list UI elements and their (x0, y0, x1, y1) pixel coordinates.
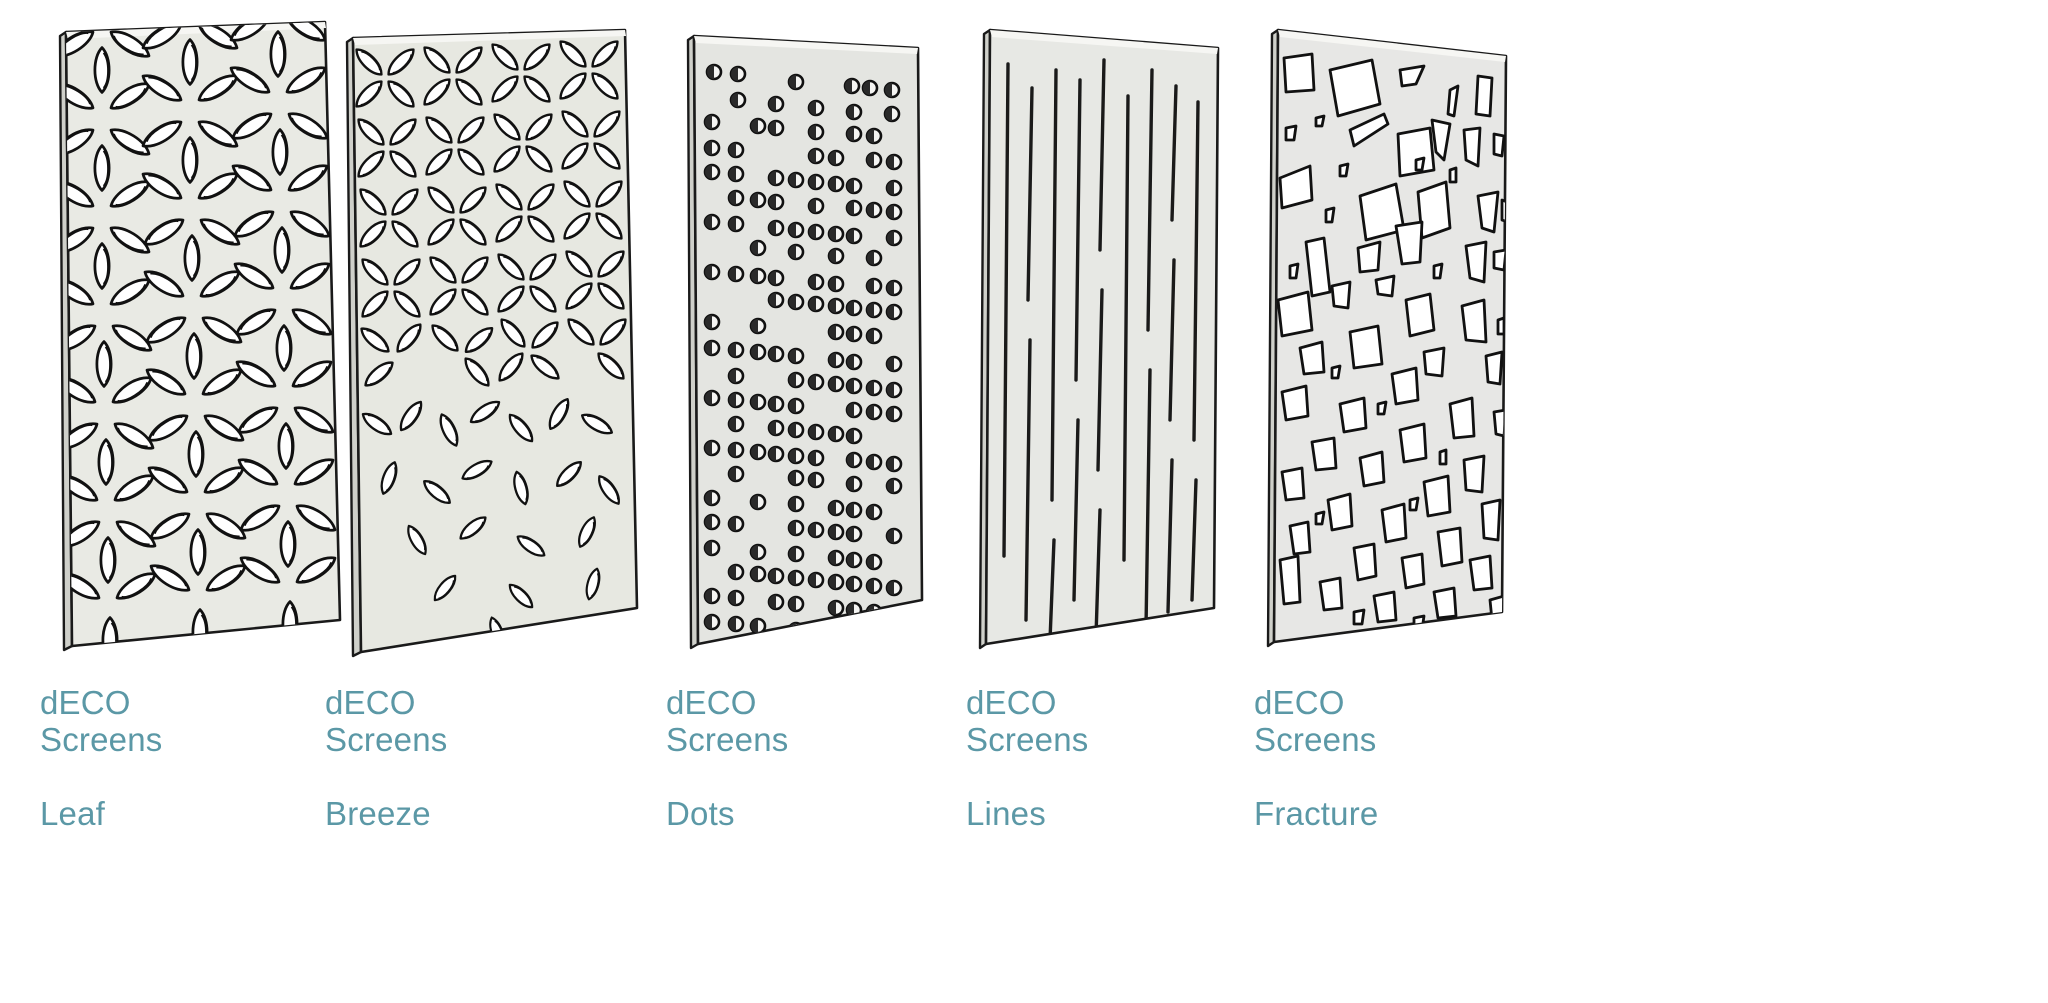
panel-illustration-breeze (345, 28, 639, 658)
product-title-line1: dECO Screens (966, 683, 1089, 758)
product-title-line2: Lines (966, 794, 1046, 832)
product-title-line2: Fracture (1254, 794, 1379, 832)
product-caption-fracture: dECO Screens Fracture (1254, 648, 1378, 870)
product-title-line2: Breeze (325, 794, 431, 832)
panel-illustration-leaf (58, 20, 342, 652)
product-title-line1: dECO Screens (666, 683, 789, 758)
product-title-line1: dECO Screens (40, 683, 163, 758)
panel-illustration-fracture (1266, 28, 1508, 648)
product-caption-lines: dECO Screens Lines (966, 648, 1088, 870)
product-caption-dots: dECO Screens Dots (666, 648, 788, 870)
product-title-line2: Leaf (40, 794, 106, 832)
product-caption-breeze: dECO Screens Breeze (325, 648, 447, 870)
product-title-line2: Dots (666, 794, 735, 832)
product-caption-leaf: dECO Screens Leaf (40, 648, 162, 870)
product-title-line1: dECO Screens (325, 683, 448, 758)
panel-illustration-lines (978, 28, 1220, 650)
panel-illustration-dots (686, 34, 924, 650)
product-title-line1: dECO Screens (1254, 683, 1377, 758)
